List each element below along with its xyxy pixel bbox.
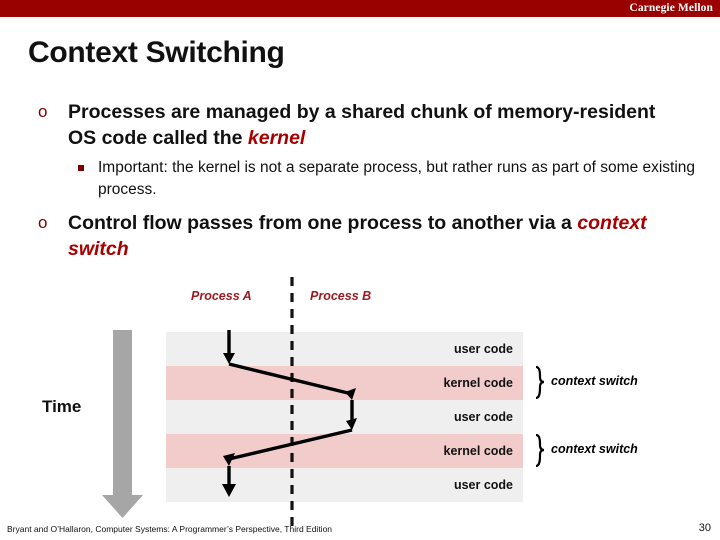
time-arrow-icon [102, 330, 143, 518]
sub-bullet-1-text: Important: the kernel is not a separate … [98, 159, 696, 198]
square-bullet-icon [78, 165, 84, 171]
band-kernel-code-2: kernel code [166, 434, 523, 468]
slide-page-number: 30 [698, 522, 711, 534]
band-label: kernel code [443, 444, 513, 458]
circle-bullet-icon: o [38, 213, 48, 232]
band-label: user code [453, 410, 513, 424]
process-a-label: Process A [191, 289, 252, 303]
process-b-label: Process B [310, 289, 372, 303]
circle-bullet-icon: o [38, 102, 48, 121]
bullet-1-text-main: Processes are managed by a shared chunk … [68, 101, 656, 149]
page-title: Context Switching [28, 36, 285, 69]
bullet-2-text: Control flow passes from one process to … [68, 210, 688, 262]
footer-citation: Bryant and O’Hallaron, Computer Systems:… [7, 524, 333, 534]
context-switch-brace-2 [535, 433, 545, 468]
bullet-2-emphasis: context switch [68, 212, 647, 260]
context-switch-annotation-1: context switch [551, 374, 638, 388]
band-user-code-2: user code [166, 400, 523, 434]
time-axis-label: Time [42, 397, 82, 416]
university-brand-label: Carnegie Mellon [629, 2, 713, 14]
band-kernel-code-1: kernel code [166, 366, 523, 400]
band-user-code-1: user code [166, 332, 523, 366]
header-bar [0, 0, 720, 17]
band-label: kernel code [443, 376, 513, 390]
band-user-code-3: user code [166, 468, 523, 502]
bullet-1-text: Processes are managed by a shared chunk … [68, 99, 688, 151]
band-label: user code [453, 478, 513, 492]
bullet-2-text-main: Control flow passes from one process to … [68, 212, 578, 234]
context-switch-annotation-2: context switch [551, 442, 638, 456]
bullet-1-emphasis: kernel [247, 127, 306, 149]
context-switch-brace-1 [535, 365, 545, 400]
band-label: user code [453, 342, 513, 356]
